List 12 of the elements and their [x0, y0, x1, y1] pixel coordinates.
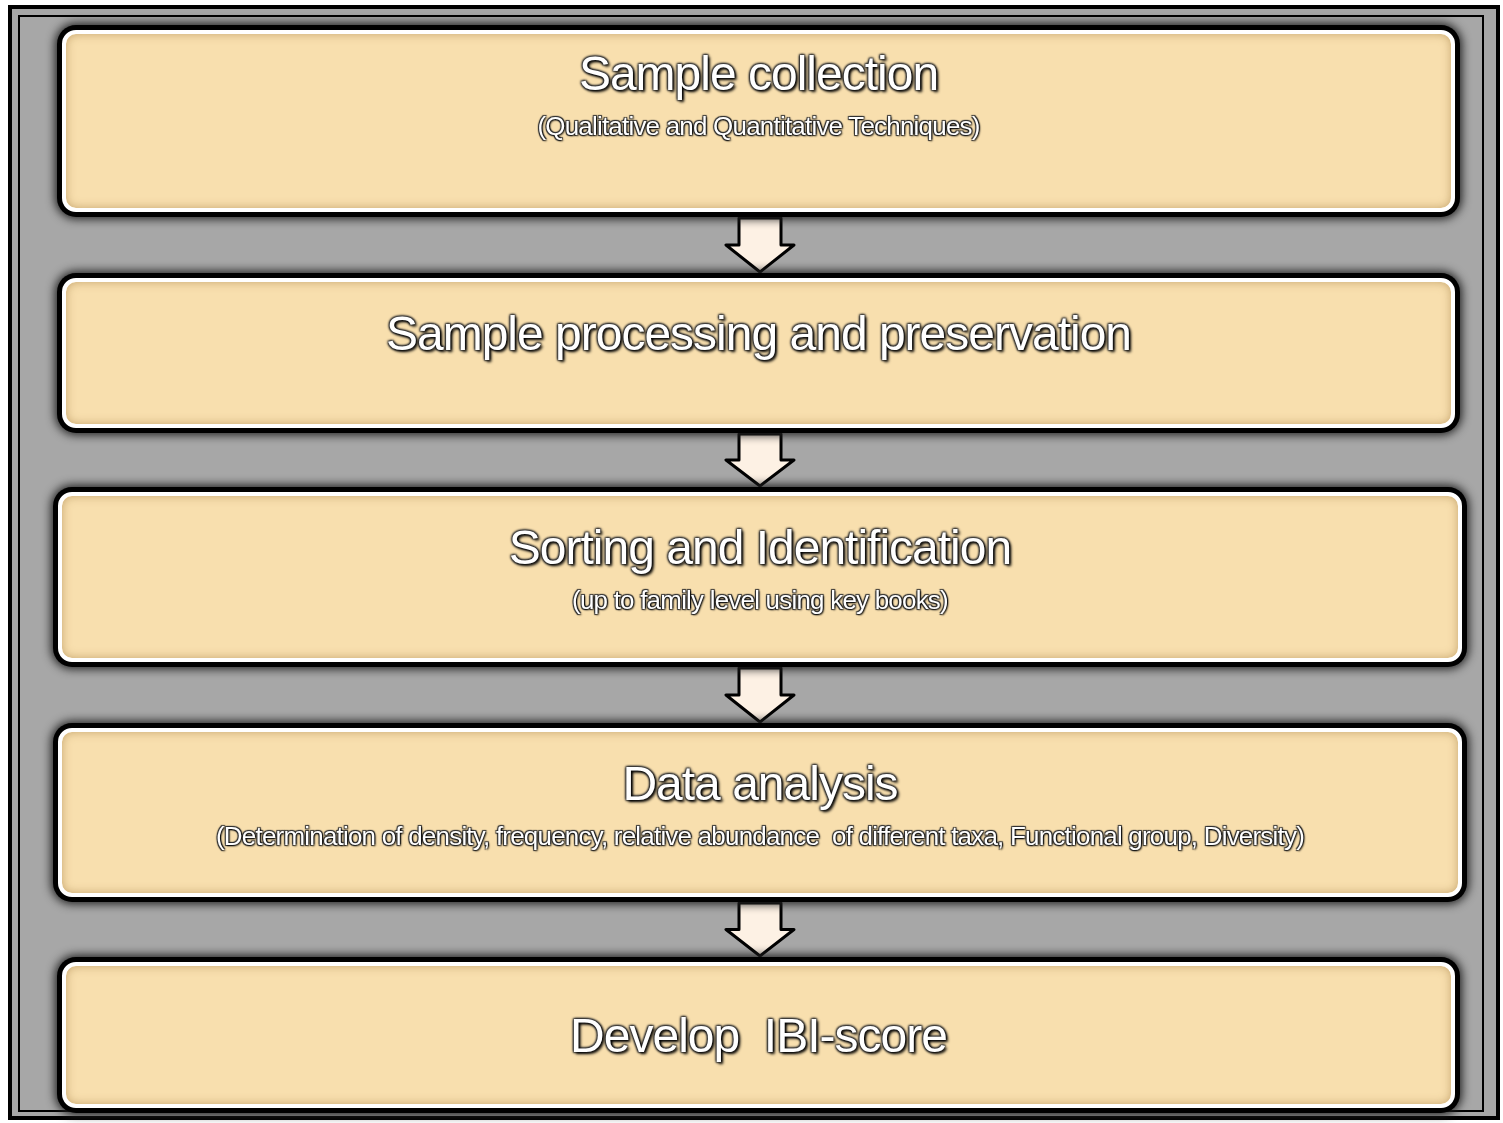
- block-arrow: [724, 216, 796, 274]
- step-title: Sorting and Identification: [508, 520, 1012, 575]
- block-arrow: [724, 432, 796, 488]
- step-description: (Qualitative and Quantitative Techniques): [537, 111, 980, 142]
- step-description: (up to family level using key books): [572, 585, 948, 616]
- step-title: Develop IBI-score: [570, 1008, 947, 1063]
- step-title: Sample processing and preservation: [385, 306, 1132, 361]
- step-title: Sample collection: [578, 46, 939, 101]
- step-title: Data analysis: [622, 756, 898, 811]
- block-arrow: [724, 666, 796, 724]
- step-description: (Determination of density, frequency, relative abundance of different taxa, Functional group, Diversity): [215, 821, 1305, 852]
- block-arrow: [724, 901, 796, 958]
